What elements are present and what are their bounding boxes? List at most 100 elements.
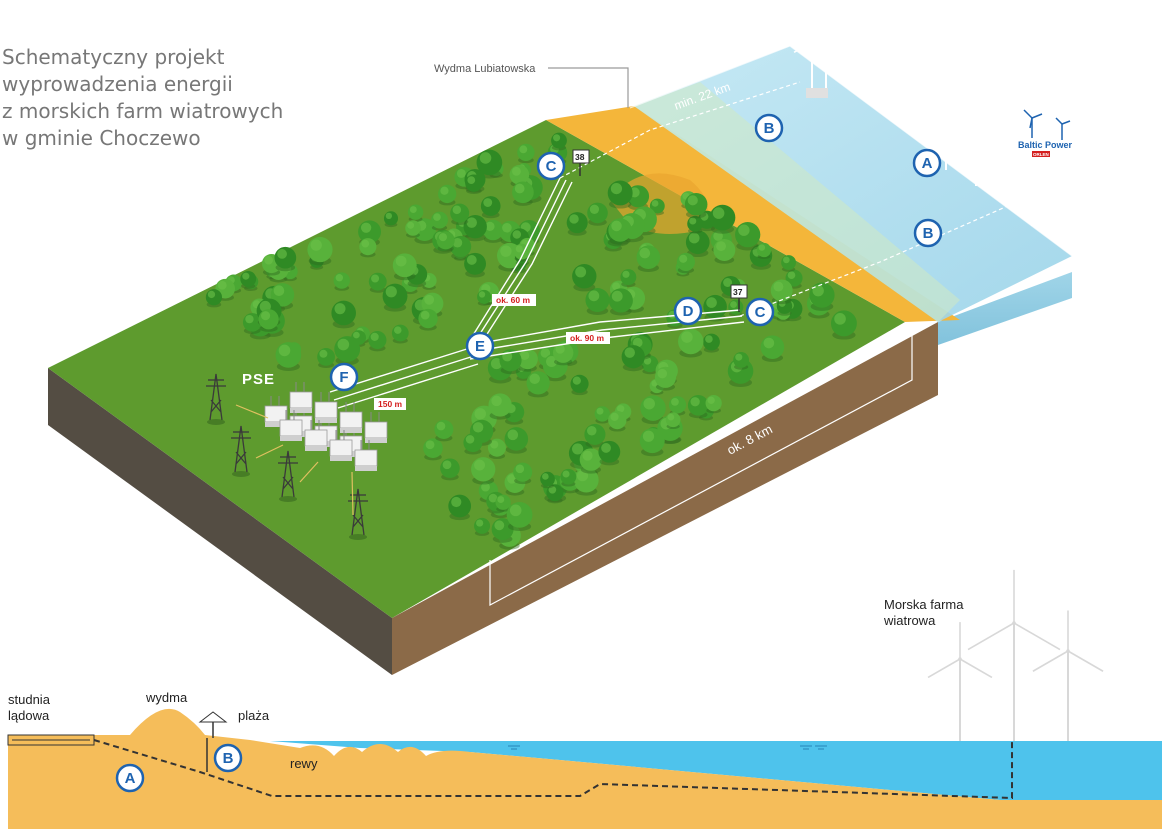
sea-surface (634, 46, 1072, 322)
tree-icon (275, 342, 302, 371)
tree-icon (641, 355, 659, 375)
tree-icon (687, 215, 704, 234)
tree-icon (331, 300, 356, 329)
width-150-text: 150 m (378, 399, 403, 409)
pse-logo: PSE (242, 371, 275, 388)
tree-icon (585, 288, 610, 315)
marker-b-mid-text: B (923, 225, 934, 242)
marker-a-top: A (912, 148, 942, 178)
wind-turbine-icon (1015, 165, 1049, 226)
tree-icon (579, 448, 603, 474)
dune-section-label: wydma (145, 690, 188, 705)
tree-icon (709, 204, 736, 234)
tree-icon (573, 467, 599, 496)
marker-b-mid: B (913, 218, 943, 248)
wind-turbine-icon (960, 128, 992, 186)
marker-a-section: A (115, 763, 145, 793)
tree-icon (495, 494, 511, 512)
pylon-icon (206, 373, 226, 425)
tree-icon (307, 236, 333, 266)
tree-icon (687, 394, 709, 419)
cross-section: studnia lądowa wydma plaża rewy Morska f… (7, 569, 1162, 829)
boundary-lines (489, 45, 1073, 606)
cross-section-cable (93, 739, 1013, 800)
tree-icon (598, 440, 621, 466)
wind-turbine-icon (944, 96, 980, 160)
transformer-icon (289, 382, 313, 413)
transformer-icon (339, 402, 363, 433)
tree-icon (756, 242, 772, 259)
tree-icon (368, 330, 387, 352)
cross-section-ground (8, 708, 1162, 829)
wind-turbine-icon (996, 144, 1032, 208)
tree-icon (240, 270, 257, 289)
tree-icon (383, 211, 399, 228)
dune-pointer (548, 67, 629, 108)
tree-icon (270, 283, 295, 310)
tree-icon (258, 309, 279, 332)
tree-icon (513, 462, 533, 485)
corridor-main-2 (333, 355, 475, 401)
wind-turbine-icon (793, 21, 831, 88)
tree-icon (665, 412, 681, 429)
tree-icon (607, 180, 633, 209)
corridor-main-3 (337, 363, 479, 409)
offshore-substation-icon (806, 88, 828, 98)
wind-turbine-icon (967, 569, 1061, 741)
transformer-icon (304, 420, 328, 451)
tree-icon (215, 278, 235, 301)
tree-icon (560, 468, 577, 487)
corridor-north-3 (481, 181, 573, 343)
wind-turbine-icon (810, 34, 842, 92)
marker-e-text: E (475, 338, 485, 355)
marker-a-section-text: A (125, 770, 136, 787)
tree-icon (480, 196, 501, 219)
tree-icon (552, 342, 574, 366)
tree-icon (242, 313, 262, 334)
marker-b-section-text: B (223, 750, 234, 767)
page-title: Schematyczny projekt wyprowadzenia energ… (2, 44, 322, 152)
cross-section-sea (270, 741, 1162, 800)
tree-icon (423, 438, 443, 461)
tree-icon (333, 272, 350, 291)
cross-section-turbines (927, 569, 1104, 741)
tree-icon (776, 298, 793, 316)
forest (205, 132, 857, 550)
tree-icon (448, 494, 472, 521)
wind-turbine-icon (1032, 610, 1104, 741)
tree-icon (450, 203, 470, 225)
marker-b-section: B (213, 743, 243, 773)
tree-icon (551, 132, 567, 151)
tree-icon (517, 348, 538, 372)
power-line (255, 444, 284, 459)
tree-icon (546, 484, 564, 504)
transformer-icon (314, 392, 338, 423)
tree-icon (639, 428, 665, 457)
turbine-logo-icon (1023, 109, 1071, 140)
tree-icon (274, 246, 297, 272)
tree-icon (608, 410, 627, 432)
tree-icon (463, 433, 483, 455)
road-sign-38: 38 (572, 149, 590, 176)
tree-icon (477, 289, 492, 306)
tree-icon (636, 245, 661, 272)
tree-icon (676, 252, 695, 274)
wind-turbine-icon (1033, 161, 1063, 214)
tree-icon (471, 457, 496, 485)
road-sign-38-text: 38 (575, 152, 585, 162)
pylon-icon (231, 425, 251, 477)
umbrella-icon (198, 711, 228, 738)
tree-icon (587, 202, 608, 226)
tree-icon (540, 471, 555, 489)
width-tag-90: ok. 90 m (566, 332, 610, 344)
tree-icon (440, 458, 460, 481)
pylon-icon (348, 488, 368, 540)
marker-c-east-text: C (755, 304, 766, 321)
corridor-boundary (489, 322, 913, 606)
sand-beach (546, 106, 960, 322)
tree-icon (728, 299, 744, 317)
tree-icon (512, 181, 534, 206)
tree-icon (830, 310, 857, 340)
tree-icon (504, 427, 529, 454)
marker-e: E (465, 331, 495, 361)
